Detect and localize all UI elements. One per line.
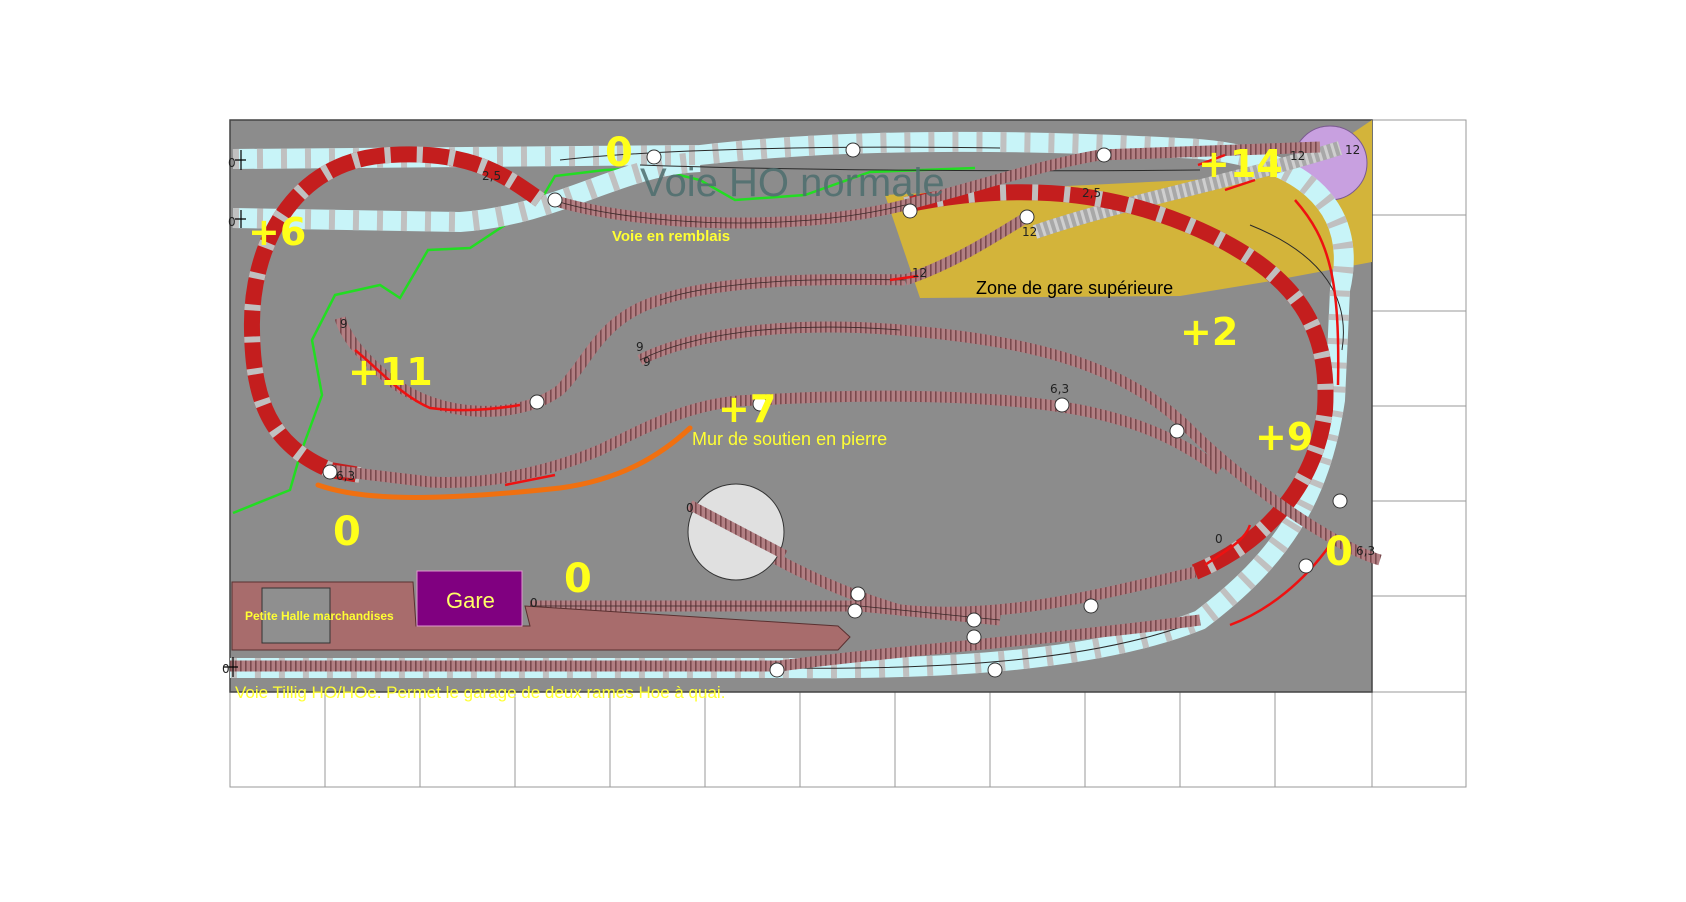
gradient-mark: 6,3 (1050, 382, 1069, 396)
elevation-left-0: 0 (333, 509, 361, 555)
retaining-wall-label: Mur de soutien en pierre (692, 429, 887, 449)
gradient-mark: 12 (1345, 143, 1360, 157)
elevation-plus7: +7 (718, 387, 776, 431)
elevation-top-0: 0 (605, 130, 633, 176)
gradient-mark: 12 (912, 266, 927, 280)
ramp-centerlines (354, 153, 1340, 627)
station-building (416, 570, 523, 627)
elevation-middle-0: 0 (564, 556, 592, 602)
terrain-contour-line (232, 166, 976, 515)
gradient-mark: 0 (1215, 532, 1223, 546)
gradient-mark: 0 (228, 156, 236, 170)
gradient-mark: 2,5 (1082, 186, 1101, 200)
stone-retaining-wall (315, 425, 693, 500)
gradient-mark: 9 (643, 355, 651, 369)
gradient-marks: 2,5 2,5 12 12 12 12 9 9 9 6,3 6,3 6,3 0 … (222, 143, 1375, 676)
gradient-mark: 0 (228, 215, 236, 229)
elevation-plus14: +14 (1198, 142, 1283, 186)
goods-shed-platform (231, 581, 851, 651)
upper-station-zone-label: Zone de gare supérieure (976, 278, 1173, 298)
embankment-track-label: Voie en remblais (612, 228, 730, 245)
gradient-mark: 6,3 (1356, 544, 1375, 558)
gradient-mark: 2,5 (482, 169, 501, 183)
gradient-mark: 6,3 (336, 469, 355, 483)
elevation-right-0: 0 (1325, 529, 1353, 575)
gradient-mark: 9 (340, 317, 348, 331)
elevation-plus11: +11 (348, 350, 433, 394)
junction-markers (322, 142, 1348, 678)
track-end-stops (224, 150, 246, 677)
station-label: Gare (446, 588, 495, 613)
gradient-mark: 0 (530, 596, 538, 610)
ho-normal-tracks (230, 131, 1354, 679)
goods-shed-label: Petite Halle marchandises (245, 609, 394, 623)
elevation-plus2: +2 (1180, 310, 1238, 354)
gradient-mark: 0 (686, 501, 694, 515)
gradient-mark: 0 (222, 662, 230, 676)
gradient-mark: 9 (636, 340, 644, 354)
elevation-plus6: +6 (248, 210, 306, 254)
ho-normal-track-label: Voie HO normale (640, 161, 945, 205)
elevation-plus9: +9 (1255, 415, 1313, 459)
tillig-track-note: Voie Tillig HO/HOe. Permet le garage de … (235, 683, 725, 702)
gradient-mark: 12 (1290, 149, 1305, 163)
goods-shed-building (261, 587, 331, 644)
gradient-mark: 12 (1022, 225, 1037, 239)
